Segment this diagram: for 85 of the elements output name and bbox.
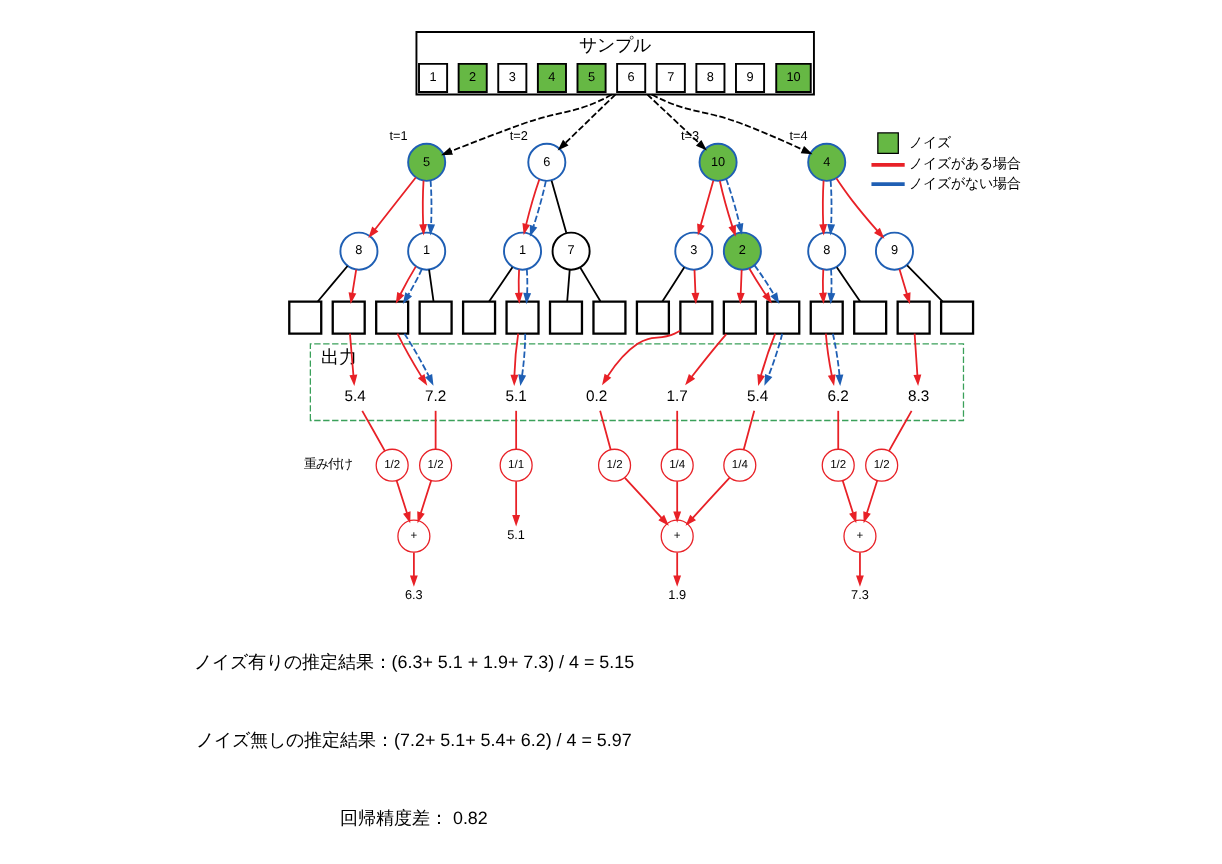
node-box bbox=[287, 300, 322, 335]
node-box bbox=[808, 300, 843, 335]
arrow bbox=[394, 265, 416, 304]
arrow bbox=[521, 178, 540, 235]
arrow bbox=[401, 268, 422, 304]
arrow bbox=[517, 332, 526, 387]
connector bbox=[741, 409, 755, 451]
node-box bbox=[765, 300, 800, 335]
arrow bbox=[601, 329, 680, 386]
arrow bbox=[830, 332, 843, 387]
node-box bbox=[678, 300, 713, 335]
arrow bbox=[834, 177, 884, 239]
label: ノイズ有りの推定結果：(6.3+ 5.1 + 1.9+ 7.3) / 4 = 5.15 bbox=[192, 652, 634, 673]
arrow bbox=[347, 268, 357, 304]
node-box bbox=[330, 300, 365, 335]
arrow bbox=[408, 551, 417, 587]
connector bbox=[514, 409, 517, 450]
arrow bbox=[752, 264, 779, 304]
label: ノイズ無しの推定結果：(7.2+ 5.1+ 5.4+ 6.2) / 4 = 5.97 bbox=[195, 730, 631, 751]
arrow bbox=[672, 480, 681, 523]
arrow bbox=[416, 479, 431, 524]
label: 回帰精度差： 0.82 bbox=[339, 808, 487, 828]
arrow bbox=[823, 332, 835, 386]
arrow bbox=[402, 332, 433, 386]
arrow bbox=[395, 332, 427, 386]
arrow bbox=[724, 178, 743, 235]
arrow bbox=[367, 176, 416, 238]
arrow bbox=[763, 332, 783, 386]
connector bbox=[675, 409, 678, 450]
node-box bbox=[938, 300, 974, 335]
connector bbox=[433, 409, 436, 450]
arrow bbox=[672, 551, 681, 587]
arrow bbox=[623, 476, 668, 526]
connector bbox=[836, 409, 839, 450]
connector bbox=[427, 268, 434, 303]
arrow bbox=[735, 269, 744, 305]
connector bbox=[578, 266, 601, 303]
node-box bbox=[591, 300, 626, 335]
node-box bbox=[852, 300, 887, 335]
arrow bbox=[862, 479, 878, 524]
arrow bbox=[509, 332, 519, 387]
connector bbox=[598, 409, 611, 451]
arrow bbox=[684, 333, 727, 386]
arrow bbox=[818, 179, 827, 236]
arrow bbox=[717, 180, 735, 237]
node-box bbox=[721, 300, 756, 335]
arrow bbox=[826, 179, 835, 236]
connector bbox=[834, 266, 861, 303]
arrow bbox=[645, 93, 706, 151]
node-box bbox=[634, 300, 670, 335]
arrow bbox=[394, 479, 410, 524]
node-box bbox=[374, 300, 409, 335]
node-box bbox=[460, 300, 496, 335]
connector bbox=[565, 269, 570, 303]
connector bbox=[887, 409, 912, 452]
arrow bbox=[747, 267, 771, 304]
node-box bbox=[504, 300, 539, 335]
connector bbox=[315, 265, 348, 303]
arrow bbox=[855, 551, 863, 587]
arrow bbox=[513, 268, 522, 305]
connector bbox=[660, 266, 685, 303]
connector bbox=[487, 266, 513, 303]
arrow bbox=[756, 332, 776, 386]
arrow bbox=[418, 179, 427, 236]
arrow bbox=[826, 268, 835, 305]
node-box bbox=[895, 300, 930, 335]
arrow bbox=[440, 93, 612, 156]
connector bbox=[905, 264, 943, 303]
node-box bbox=[417, 300, 452, 335]
node-box bbox=[547, 300, 583, 335]
arrow bbox=[649, 93, 812, 155]
arrow bbox=[522, 268, 531, 305]
connector bbox=[549, 179, 567, 234]
arrow bbox=[897, 268, 910, 305]
arrow bbox=[696, 179, 714, 236]
arrow bbox=[556, 93, 616, 151]
arrow bbox=[818, 268, 826, 305]
arrow bbox=[690, 269, 699, 305]
arrow bbox=[511, 480, 520, 527]
arrow bbox=[426, 179, 435, 236]
connector bbox=[360, 409, 385, 452]
arrow bbox=[684, 476, 730, 526]
arrow bbox=[528, 180, 546, 237]
arrow bbox=[840, 479, 856, 524]
arrow bbox=[912, 332, 921, 387]
